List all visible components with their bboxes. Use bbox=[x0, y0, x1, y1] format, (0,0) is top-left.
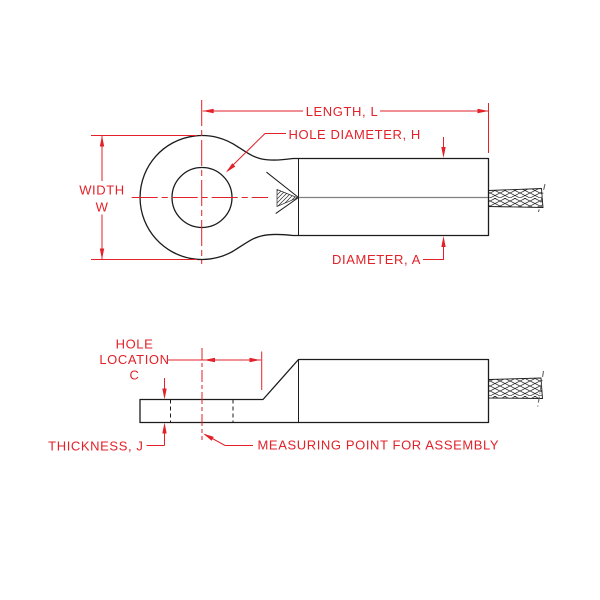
wire-strands-top-view bbox=[488, 183, 546, 213]
wire-break-mark bbox=[537, 370, 544, 409]
stranded-wire bbox=[488, 377, 543, 399]
leader-line bbox=[227, 133, 286, 171]
hole-location-label-line3: C bbox=[130, 368, 140, 383]
side-view: HOLE LOCATION C THICKNESS, J MEASURING P… bbox=[48, 337, 544, 454]
hole-diameter-label: HOLE DIAMETER, H bbox=[289, 127, 421, 142]
width-letter-label: W bbox=[96, 200, 109, 215]
stranded-wire bbox=[488, 188, 544, 208]
hole-location-label-line1: HOLE bbox=[116, 337, 154, 352]
arrowhead-right-icon bbox=[249, 357, 261, 363]
hole-location-label-line2: LOCATION bbox=[99, 352, 169, 367]
diameter-callout: DIAMETER, A bbox=[332, 137, 446, 267]
leader-line bbox=[204, 434, 253, 446]
leader-line bbox=[423, 247, 444, 260]
wire-break-mark bbox=[538, 183, 546, 213]
width-dimension: WIDTH W bbox=[79, 135, 197, 260]
arrowhead-left-icon bbox=[202, 108, 214, 114]
measuring-point-callout: MEASURING POINT FOR ASSEMBLY bbox=[203, 433, 500, 453]
hole-diameter-callout: HOLE DIAMETER, H bbox=[226, 127, 421, 173]
thickness-label: THICKNESS, J bbox=[48, 439, 143, 454]
thickness-callout: THICKNESS, J bbox=[48, 378, 167, 454]
arrowhead-down-icon bbox=[99, 248, 105, 260]
measuring-point-label: MEASURING POINT FOR ASSEMBLY bbox=[258, 438, 500, 453]
width-label: WIDTH bbox=[79, 183, 125, 198]
profile-outline bbox=[139, 358, 490, 424]
length-label: LENGTH, L bbox=[306, 104, 379, 119]
arrowhead-up-icon bbox=[441, 236, 446, 247]
arrowhead-down-icon bbox=[441, 147, 446, 158]
arrowhead-up-icon bbox=[99, 135, 105, 147]
arrowhead-right-icon bbox=[477, 108, 489, 114]
diameter-label: DIAMETER, A bbox=[332, 252, 421, 267]
lug-profile-outline bbox=[139, 358, 490, 424]
arrowhead-down-icon bbox=[162, 388, 167, 400]
wire-entry-chevron bbox=[266, 171, 299, 214]
arrowhead-up-icon bbox=[162, 422, 167, 434]
arrowhead-icon bbox=[203, 433, 214, 441]
top-view: WIDTH W LENGTH, L HOLE DIAMETER, H DIAME… bbox=[79, 100, 546, 267]
arrowhead-icon bbox=[226, 163, 236, 173]
length-dimension: LENGTH, L bbox=[202, 103, 489, 153]
wire-strands-side-view bbox=[488, 370, 544, 409]
arrowhead-left-icon bbox=[204, 357, 215, 363]
wire-tip-strands bbox=[276, 188, 299, 208]
hole-location-dimension: HOLE LOCATION C bbox=[99, 337, 263, 390]
